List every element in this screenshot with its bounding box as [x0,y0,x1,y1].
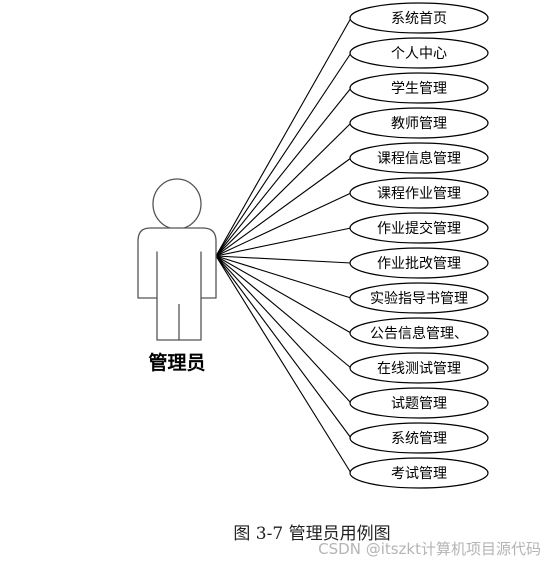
use-case: 作业提交管理 [349,212,489,244]
actor-body [137,227,217,341]
use-case-ellipse [349,387,489,419]
actor-label: 管理员 [148,351,205,374]
association-line [215,255,352,264]
association-lines [215,17,352,474]
association-line [215,87,352,257]
association-line [215,122,352,257]
association-line [215,255,352,404]
use-case-label: 公告信息管理、 [370,325,468,342]
use-case-label: 在线测试管理 [377,361,461,377]
use-case: 在线测试管理 [349,352,489,384]
use-case-ellipse [349,212,489,244]
use-case-ellipse [349,422,489,454]
use-case-ellipse [349,107,489,139]
use-case-label: 课程作业管理 [377,186,461,202]
use-case-label: 作业批改管理 [377,256,461,272]
use-case: 试题管理 [349,387,489,419]
actor-figure: 管理员 [137,178,217,374]
use-case: 实验指导书管理 [349,282,489,314]
use-case-ellipse [349,177,489,209]
use-case-ellipse [349,457,489,489]
figure-caption: 图 3-7 管理员用例图 [233,524,390,544]
association-line [215,227,352,257]
use-case-label: 试题管理 [391,396,447,412]
association-line [215,192,352,257]
watermark: CSDN @itszkt计算机项目源代码 [318,540,541,558]
use-case-label: 课程信息管理 [377,150,461,167]
use-case-ellipse [349,2,489,34]
use-case-ellipse [349,282,489,314]
association-line [215,52,352,257]
use-case: 课程作业管理 [349,177,489,209]
use-case-label: 教师管理 [391,116,447,132]
use-case-ellipse [349,352,489,384]
use-case-label: 学生管理 [391,81,447,97]
association-line [215,17,352,257]
use-case-label: 考试管理 [391,466,447,482]
use-case: 系统首页 [349,2,489,34]
use-case-label: 作业提交管理 [377,220,461,237]
association-line [215,255,352,439]
use-case: 作业批改管理 [349,247,489,279]
use-case: 个人中心 [349,37,489,69]
association-line [215,255,352,369]
use-case-label: 实验指导书管理 [370,291,468,307]
association-line [215,255,352,299]
use-case-label: 个人中心 [391,46,447,62]
use-case-label: 系统管理 [391,431,447,447]
actor-head [152,178,202,230]
use-case: 学生管理 [349,72,489,104]
use-case: 公告信息管理、 [349,317,489,349]
use-case: 课程信息管理 [349,142,489,174]
use-case-ellipse [349,72,489,104]
use-case-list: 系统首页个人中心学生管理教师管理课程信息管理课程作业管理作业提交管理作业批改管理… [349,2,489,489]
use-case: 考试管理 [349,457,489,489]
use-case-ellipse [349,247,489,279]
use-case: 教师管理 [349,107,489,139]
association-line [215,157,352,257]
association-line [215,255,352,474]
use-case-ellipse [349,317,489,349]
association-line [215,255,352,334]
use-case-label: 系统首页 [391,11,447,27]
use-case-ellipse [349,142,489,174]
use-case-ellipse [349,37,489,69]
use-case: 系统管理 [349,422,489,454]
